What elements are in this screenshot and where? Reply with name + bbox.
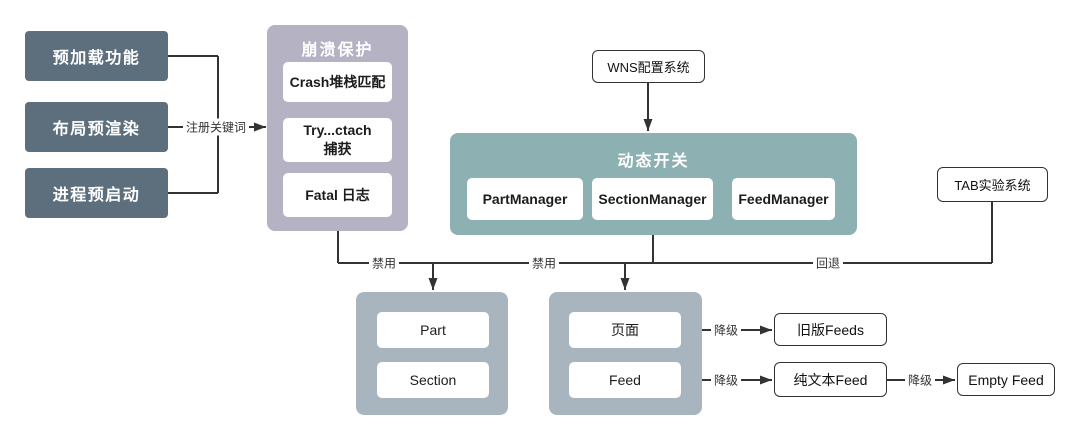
dynamic-switch-title: 动态开关 <box>617 153 690 170</box>
node-crash-stack-match: Crash堆栈匹配 <box>283 62 392 102</box>
node-layout-prerender: 布局预渲染 <box>25 102 168 152</box>
node-page: 页面 <box>569 312 681 348</box>
node-section-manager: SectionManager <box>592 178 713 220</box>
node-part-manager: PartManager <box>467 178 583 220</box>
node-empty-feed: Empty Feed <box>957 363 1055 396</box>
node-tab-experiment-system: TAB实验系统 <box>937 167 1048 202</box>
node-feed-manager: FeedManager <box>732 178 835 220</box>
node-part: Part <box>377 312 489 348</box>
node-try-catch-capture: Try...ctach 捕获 <box>283 118 392 162</box>
crash-protection-group: 崩溃保护 Crash堆栈匹配 Try...ctach 捕获 Fatal 日志 <box>267 25 408 231</box>
node-legacy-feeds: 旧版Feeds <box>774 313 887 346</box>
edge-label-disable-1: 禁用 <box>368 254 400 272</box>
edge-label-downgrade-2: 降级 <box>710 371 742 389</box>
part-section-group: Part Section <box>356 292 508 415</box>
node-wns-config-system: WNS配置系统 <box>592 50 705 83</box>
edge-label-rollback: 回退 <box>812 254 844 272</box>
node-plaintext-feed: 纯文本Feed <box>774 362 887 397</box>
crash-protection-title: 崩溃保护 <box>301 42 374 59</box>
edge-label-disable-2: 禁用 <box>528 254 560 272</box>
page-feed-group: 页面 Feed <box>549 292 702 415</box>
edge-label-downgrade-1: 降级 <box>710 321 742 339</box>
dynamic-switch-group: 动态开关 PartManager SectionManager FeedMana… <box>450 133 857 235</box>
node-section: Section <box>377 362 489 398</box>
node-preload-feature: 预加载功能 <box>25 31 168 81</box>
edge-label-register-keyword: 注册关键词 <box>182 118 250 136</box>
edge-label-downgrade-3: 降级 <box>904 371 936 389</box>
node-feed: Feed <box>569 362 681 398</box>
node-fatal-log: Fatal 日志 <box>283 173 392 217</box>
node-process-prelaunch: 进程预启动 <box>25 168 168 218</box>
